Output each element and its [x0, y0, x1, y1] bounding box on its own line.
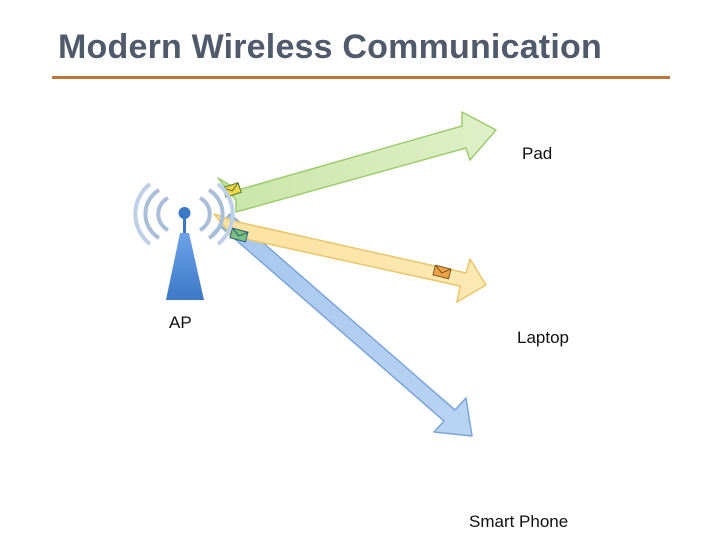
arrow-to-pad: [217, 111, 497, 213]
laptop-label: Laptop: [517, 328, 569, 347]
antenna-tower-icon: [133, 182, 235, 300]
envelope-icon: [229, 227, 249, 243]
arrow-to-laptop: [213, 213, 487, 303]
envelope-icon: [432, 264, 452, 280]
pad-label: Pad: [522, 144, 553, 163]
ap-label: AP: [169, 313, 192, 332]
title-divider: [52, 76, 670, 79]
smartphone-label: Smart Phone: [469, 512, 569, 531]
page-title: Modern Wireless Communication: [58, 28, 602, 66]
arrow-to-phone: [211, 213, 473, 437]
